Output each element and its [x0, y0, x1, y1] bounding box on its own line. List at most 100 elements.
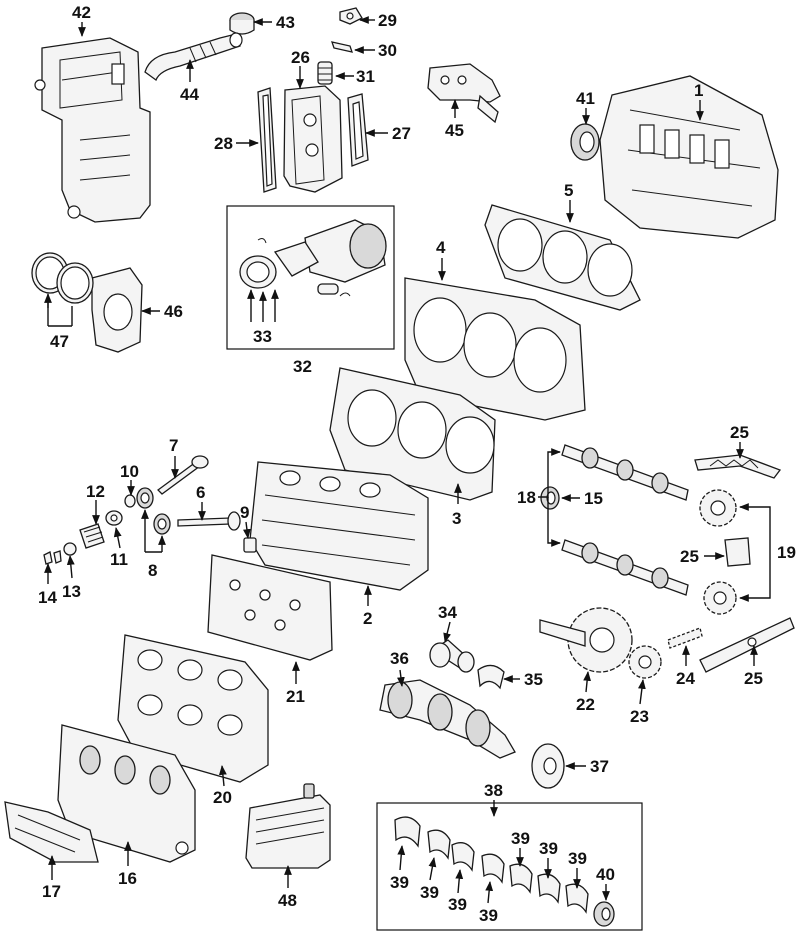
camshaft-housing-part[interactable]: [117, 634, 269, 783]
valve-seal-part[interactable]: [124, 494, 136, 508]
crankcase-part[interactable]: [599, 75, 779, 239]
callout-40: 40: [596, 865, 615, 884]
breather-hose-part[interactable]: [144, 32, 243, 82]
valve-seal-pair-part[interactable]: [136, 487, 171, 535]
oil-cooler-part[interactable]: [245, 783, 331, 869]
callout-41: 41: [576, 89, 595, 108]
crank-sprocket-part[interactable]: [628, 645, 662, 679]
chain-guide-lower-part[interactable]: [699, 617, 795, 673]
cam-adjuster-upper-part[interactable]: [699, 489, 737, 527]
callout-10: 10: [120, 462, 139, 481]
leader-lines: [44, 16, 771, 904]
chain-guide-upper-part[interactable]: [694, 454, 782, 479]
head-gasket-upper-part[interactable]: [484, 204, 641, 311]
callout-42: 42: [72, 3, 91, 22]
callout-25-middle: 25: [680, 547, 699, 566]
callout-46: 46: [164, 302, 183, 321]
valve-cover-gasket-part[interactable]: [257, 87, 277, 193]
cam-cover-part[interactable]: [57, 724, 196, 863]
valve-spring-part[interactable]: [79, 523, 105, 549]
thrust-bearing-part[interactable]: [593, 901, 615, 927]
callout-39-e: 39: [511, 829, 530, 848]
spring-seat-part[interactable]: [63, 542, 77, 556]
cylinder-housing-part[interactable]: [404, 277, 586, 421]
bolt-part-30[interactable]: [331, 41, 353, 53]
valve-part[interactable]: [157, 455, 209, 495]
callout-2: 2: [363, 609, 372, 628]
callout-16: 16: [118, 869, 137, 888]
callout-47: 47: [50, 332, 69, 351]
piston-part[interactable]: [239, 219, 387, 297]
callout-39-b: 39: [420, 883, 439, 902]
cam-adjuster-block-part[interactable]: [724, 537, 751, 567]
exhaust-camshaft-part[interactable]: [561, 539, 689, 596]
callout-32: 32: [293, 357, 312, 376]
callout-25-upper: 25: [730, 423, 749, 442]
oil-filler-cap-part[interactable]: [229, 12, 255, 35]
crankshaft-seal-part[interactable]: [570, 123, 600, 161]
callout-3: 3: [452, 509, 461, 528]
main-bearing-set-frame: [376, 802, 643, 931]
callout-13: 13: [62, 582, 81, 601]
callout-31: 31: [356, 67, 375, 86]
valve-cover-part[interactable]: [283, 85, 343, 193]
callout-7: 7: [169, 436, 178, 455]
water-pump-housing-part[interactable]: [91, 267, 143, 353]
connecting-rod-part[interactable]: [429, 639, 475, 673]
valve-retainer-part[interactable]: [105, 510, 123, 526]
callout-19: 19: [777, 543, 796, 562]
callout-39-g: 39: [568, 849, 587, 868]
callout-33: 33: [253, 327, 272, 346]
rod-bearing-part[interactable]: [477, 664, 505, 690]
callout-9: 9: [240, 503, 249, 522]
callout-44: 44: [180, 85, 199, 104]
valve-guide-part[interactable]: [243, 537, 257, 553]
callout-27: 27: [392, 124, 411, 143]
callout-20: 20: [213, 788, 232, 807]
callout-39-a: 39: [390, 873, 409, 892]
cylinder-head-part[interactable]: [249, 461, 429, 591]
callout-15: 15: [584, 489, 603, 508]
callout-8: 8: [148, 561, 157, 580]
valve-keeper-part[interactable]: [43, 550, 62, 565]
piston-kit-frame: [226, 205, 395, 350]
callout-38: 38: [484, 781, 503, 800]
callout-1: 1: [694, 81, 703, 100]
callout-12: 12: [86, 482, 105, 501]
callout-36: 36: [390, 649, 409, 668]
intake-housing-part[interactable]: [34, 37, 151, 223]
spring-part-31[interactable]: [317, 61, 333, 85]
callout-30: 30: [378, 41, 397, 60]
callout-21: 21: [286, 687, 305, 706]
callout-39-f: 39: [539, 839, 558, 858]
cam-bushing-part[interactable]: [540, 486, 560, 510]
crankshaft-part[interactable]: [379, 679, 516, 759]
callout-39-d: 39: [479, 906, 498, 925]
crank-pulley-part[interactable]: [531, 743, 565, 789]
callout-43: 43: [276, 13, 295, 32]
exhaust-valve-part[interactable]: [177, 511, 241, 531]
timing-chain-part[interactable]: [667, 627, 703, 649]
cam-sprocket-lower-part[interactable]: [703, 581, 737, 615]
callout-6: 6: [196, 483, 205, 502]
cover-gasket-part[interactable]: [347, 93, 369, 167]
cam-housing-gasket-part[interactable]: [207, 554, 333, 661]
head-gasket-lower-part[interactable]: [329, 367, 496, 501]
sensor-part-29[interactable]: [339, 7, 363, 25]
callout-labels: 1 2 3 4 5 6 7 8 9 10 11 12 13 14 15 16 1…: [38, 3, 796, 925]
callout-22: 22: [576, 695, 595, 714]
callout-4: 4: [436, 238, 446, 257]
intake-camshaft-part[interactable]: [561, 444, 689, 501]
callout-11: 11: [110, 550, 128, 569]
callout-48: 48: [278, 891, 297, 910]
drive-gear-part[interactable]: [539, 607, 633, 673]
o-ring-pair-part[interactable]: [31, 252, 94, 304]
callout-34: 34: [438, 603, 457, 622]
heat-shield-part[interactable]: [4, 801, 99, 863]
callout-5: 5: [564, 181, 573, 200]
callout-39-c: 39: [448, 895, 467, 914]
oil-pump-part[interactable]: [427, 63, 501, 124]
callout-18: 18: [517, 488, 536, 507]
callout-37: 37: [590, 757, 609, 776]
